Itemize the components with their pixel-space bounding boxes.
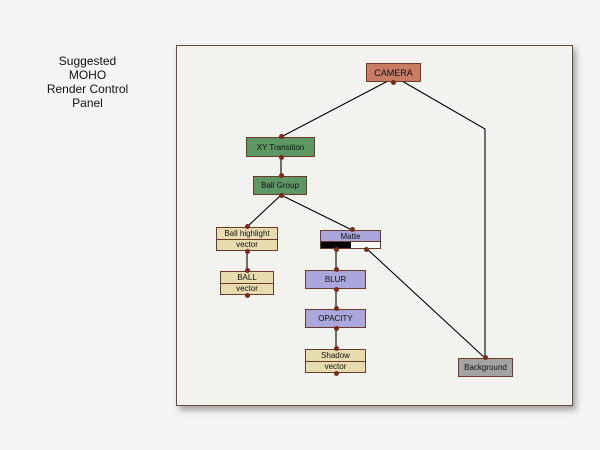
connector-dot[interactable] — [333, 370, 339, 376]
caption-line: Suggested — [58, 54, 117, 68]
connector-dot[interactable] — [278, 133, 284, 139]
node-shadow-sublabel: vector — [306, 360, 365, 373]
node-camera-label: CAMERA — [374, 67, 413, 78]
connector-dot[interactable] — [333, 345, 339, 351]
wire-ballgroup-highlight — [246, 194, 282, 228]
connector-dot[interactable] — [278, 172, 284, 178]
node-ball[interactable]: BALL vector — [220, 271, 274, 295]
matte-white-swatch — [350, 242, 380, 248]
wire-camera-xy — [280, 80, 389, 138]
connector-dot[interactable] — [244, 248, 250, 254]
caption-line: Render Control — [46, 82, 129, 96]
node-opacity-label: OPACITY — [318, 314, 353, 323]
node-ball-label: BALL — [237, 272, 257, 282]
connector-dot[interactable] — [390, 79, 396, 85]
node-shadow-label: Shadow — [321, 350, 350, 360]
connector-dot[interactable] — [244, 292, 250, 298]
node-background[interactable]: Background — [458, 358, 513, 377]
node-matte-label: Matte — [340, 231, 361, 241]
connector-dot[interactable] — [244, 223, 250, 229]
node-ball-group-label: Ball Group — [261, 181, 299, 190]
connector-dot[interactable] — [278, 154, 284, 160]
wire-ballgroup-matte — [280, 194, 353, 231]
matte-black-swatch — [321, 242, 351, 248]
connector-dot[interactable] — [333, 246, 339, 252]
render-control-panel — [176, 45, 573, 406]
wire-camera-right — [401, 80, 486, 130]
connector-dot[interactable] — [333, 305, 339, 311]
wire-matte-background — [365, 247, 486, 359]
caption-line: MOHO — [68, 68, 107, 82]
connector-dot[interactable] — [333, 286, 339, 292]
node-ball-highlight-label: Ball highlight — [224, 228, 270, 238]
node-blur-label: BLUR — [324, 275, 347, 284]
caption-line: Panel — [72, 96, 103, 110]
node-ball-highlight-sublabel: vector — [217, 238, 277, 251]
connector-dot[interactable] — [333, 266, 339, 272]
node-xy-transition-label: XY Transition — [256, 142, 305, 152]
diagram-caption: Suggested MOHO Render Control Panel — [30, 54, 145, 110]
connector-dot[interactable] — [278, 192, 284, 198]
node-ball-sublabel: vector — [221, 282, 273, 295]
connector-dot[interactable] — [244, 267, 250, 273]
node-shadow[interactable]: Shadow vector — [305, 349, 366, 373]
connector-dot[interactable] — [349, 226, 355, 232]
connector-dot[interactable] — [363, 246, 369, 252]
node-ball-highlight[interactable]: Ball highlight vector — [216, 227, 278, 251]
node-background-label: Background — [464, 363, 507, 372]
matte-preview-swatch — [321, 241, 380, 248]
node-matte[interactable]: Matte — [320, 230, 381, 249]
connector-dot[interactable] — [482, 354, 488, 360]
connector-dot[interactable] — [333, 325, 339, 331]
